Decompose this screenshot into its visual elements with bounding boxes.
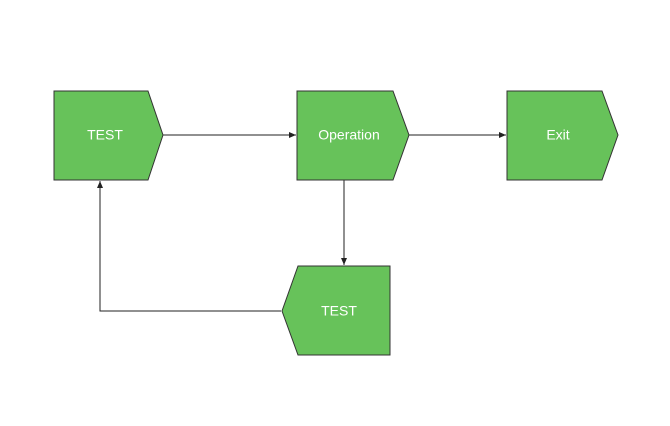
node-test-label: TEST — [87, 127, 123, 143]
node-test-bottom-label: TEST — [321, 303, 357, 319]
node-operation[interactable]: Operation — [296, 90, 410, 181]
edge-test-bottom-to-test — [97, 181, 281, 312]
node-exit-label: Exit — [546, 127, 569, 143]
node-operation-label: Operation — [318, 127, 379, 143]
node-operation-shape — [296, 90, 410, 181]
node-exit-shape — [506, 90, 619, 181]
node-test[interactable]: TEST — [53, 90, 164, 181]
node-test-shape — [53, 90, 164, 181]
node-exit[interactable]: Exit — [506, 90, 619, 181]
node-test-bottom-shape — [281, 265, 391, 356]
node-test-bottom[interactable]: TEST — [281, 265, 391, 356]
edges — [97, 132, 506, 312]
